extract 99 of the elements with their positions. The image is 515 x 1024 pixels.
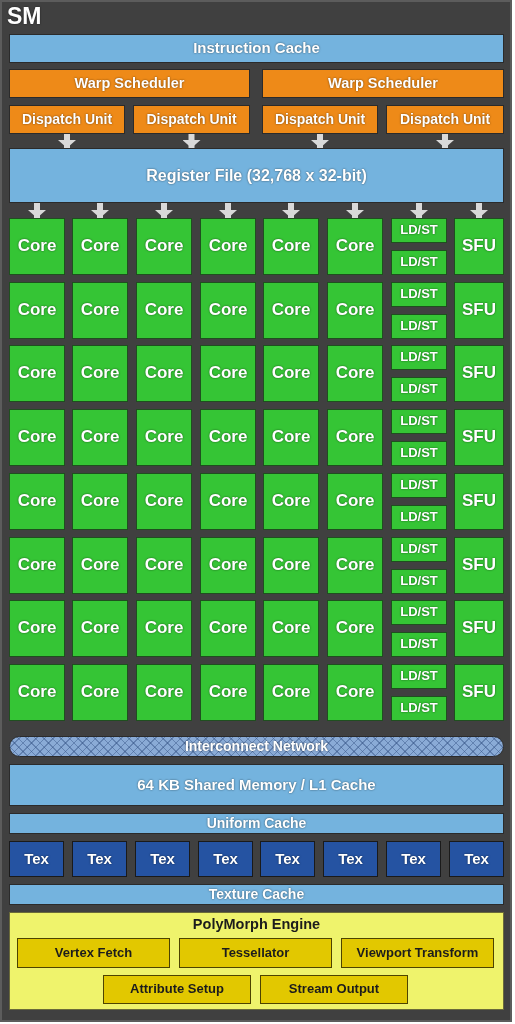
core-unit: Core [200,282,256,339]
core-unit: Core [263,409,319,466]
core-unit: Core [327,409,383,466]
core-unit: Core [9,473,65,530]
arrow [282,203,300,218]
core-unit: Core [136,537,192,594]
core-unit: Core [327,473,383,530]
core-unit: Core [200,537,256,594]
arrow [182,134,201,148]
cache-bar: Texture Cache [9,884,504,905]
sfu-unit: SFU [454,537,504,594]
load-store-unit: LD/ST [391,537,447,562]
load-store-unit: LD/ST [391,282,447,307]
texture-unit: Tex [386,841,441,877]
panel-heading: PolyMorph Engine [192,917,321,933]
core-unit: Core [327,345,383,402]
core-unit: Core [200,473,256,530]
core-unit: Core [72,473,128,530]
core-unit: Core [263,345,319,402]
stage-unit: Tessellator [179,938,332,968]
register-file-bar: Register File (32,768 x 32-bit) [9,148,504,203]
arrow [436,134,454,148]
core-unit: Core [263,664,319,721]
texture-unit: Tex [198,841,253,877]
shared-memory-bar: 64 KB Shared Memory / L1 Cache [9,764,504,806]
texture-unit: Tex [72,841,127,877]
cache-bar: Instruction Cache [9,34,504,63]
dispatch-unit: Dispatch Unit [133,105,250,134]
stage-unit: Stream Output [260,975,408,1004]
core-unit: Core [327,218,383,275]
core-unit: Core [263,473,319,530]
cache-bar: Uniform Cache [9,813,504,834]
load-store-unit: LD/ST [391,345,447,370]
core-unit: Core [9,409,65,466]
arrow [346,203,364,218]
interconnect-bar: Interconnect Network [9,736,504,757]
stage-unit: Viewport Transform [341,938,494,968]
dispatch-unit: Dispatch Unit [262,105,378,134]
core-unit: Core [72,218,128,275]
core-unit: Core [200,664,256,721]
load-store-unit: LD/ST [391,473,447,498]
core-unit: Core [200,409,256,466]
texture-unit: Tex [449,841,504,877]
arrow [410,203,428,218]
core-unit: Core [72,282,128,339]
core-unit: Core [136,600,192,657]
arrow [58,134,76,148]
arrow [470,203,488,218]
core-unit: Core [72,409,128,466]
sfu-unit: SFU [454,409,504,466]
core-unit: Core [263,282,319,339]
core-unit: Core [136,218,192,275]
core-unit: Core [9,282,65,339]
core-unit: Core [9,345,65,402]
texture-unit: Tex [9,841,64,877]
load-store-unit: LD/ST [391,250,447,275]
core-unit: Core [327,600,383,657]
core-unit: Core [136,664,192,721]
load-store-unit: LD/ST [391,569,447,594]
sfu-unit: SFU [454,218,504,275]
texture-unit: Tex [260,841,315,877]
core-unit: Core [200,218,256,275]
load-store-unit: LD/ST [391,696,447,721]
texture-unit: Tex [135,841,190,877]
arrow [219,203,237,218]
core-unit: Core [136,282,192,339]
load-store-unit: LD/ST [391,505,447,530]
scheduler-bar: Warp Scheduler [9,69,250,98]
load-store-unit: LD/ST [391,632,447,657]
core-unit: Core [9,664,65,721]
engine-panel [9,912,504,1010]
load-store-unit: LD/ST [391,218,447,243]
texture-unit: Tex [323,841,378,877]
load-store-unit: LD/ST [391,664,447,689]
panel-title: SM [7,4,42,30]
load-store-unit: LD/ST [391,409,447,434]
core-unit: Core [327,537,383,594]
core-unit: Core [72,600,128,657]
stage-unit: Attribute Setup [103,975,251,1004]
core-unit: Core [200,600,256,657]
load-store-unit: LD/ST [391,600,447,625]
sfu-unit: SFU [454,345,504,402]
core-unit: Core [136,409,192,466]
load-store-unit: LD/ST [391,314,447,339]
core-unit: Core [136,345,192,402]
core-unit: Core [9,537,65,594]
arrow [311,134,329,148]
core-unit: Core [72,345,128,402]
core-unit: Core [136,473,192,530]
core-unit: Core [72,537,128,594]
core-unit: Core [263,218,319,275]
sfu-unit: SFU [454,473,504,530]
dispatch-unit: Dispatch Unit [9,105,125,134]
load-store-unit: LD/ST [391,441,447,466]
arrow [28,203,46,218]
core-unit: Core [327,664,383,721]
core-unit: Core [9,218,65,275]
arrow [91,203,109,218]
load-store-unit: LD/ST [391,377,447,402]
